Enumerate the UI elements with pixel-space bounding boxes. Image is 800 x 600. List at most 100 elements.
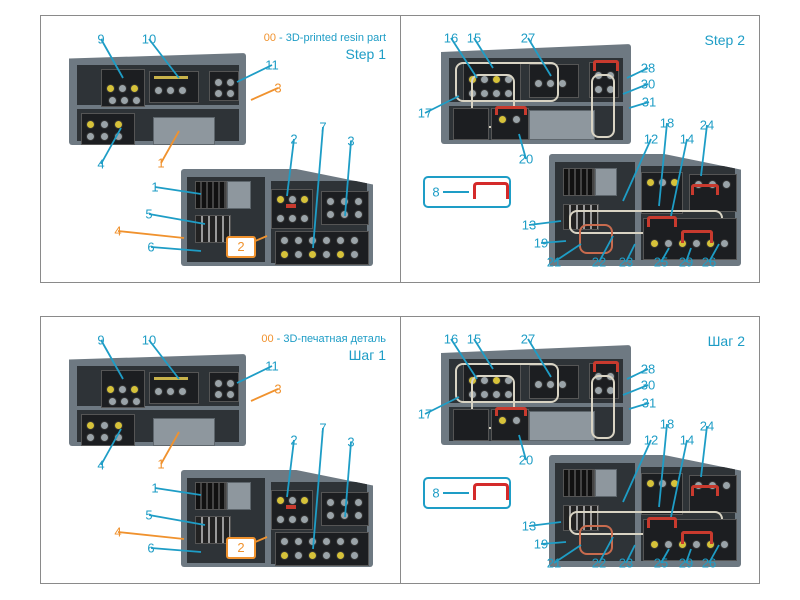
instrument-dial bbox=[350, 236, 359, 245]
instrument-dial bbox=[546, 79, 555, 88]
instrument-dial bbox=[276, 214, 285, 223]
legend-text: - 3D-printed resin part bbox=[275, 32, 386, 44]
instrument-dial bbox=[322, 236, 331, 245]
upper-console-housing bbox=[69, 354, 246, 446]
callout-23: 23 bbox=[618, 254, 634, 270]
resin-box-part bbox=[153, 117, 215, 145]
callout-30: 30 bbox=[640, 76, 656, 92]
callout-16: 16 bbox=[443, 331, 459, 347]
instrument-dial bbox=[294, 551, 303, 560]
instrument-dial bbox=[114, 120, 123, 129]
instrument-dial bbox=[118, 84, 127, 93]
instrument-dial bbox=[100, 132, 109, 141]
instrument-dial bbox=[308, 250, 317, 259]
callout-19: 19 bbox=[533, 235, 549, 251]
instrument-dial bbox=[120, 397, 129, 406]
instrument-dial bbox=[288, 496, 297, 505]
instrument-dial bbox=[664, 540, 673, 549]
instrument-dial bbox=[650, 540, 659, 549]
instrument-dial bbox=[322, 551, 331, 560]
callout-16: 16 bbox=[443, 30, 459, 46]
instrument-dial bbox=[294, 537, 303, 546]
instrument-dial bbox=[480, 89, 489, 98]
legend-text: - 3D-печатная деталь bbox=[273, 333, 386, 345]
instrument-dial bbox=[340, 511, 349, 520]
instrument-dial bbox=[114, 132, 123, 141]
instrument-dial bbox=[354, 197, 363, 206]
callout-9: 9 bbox=[97, 31, 105, 47]
callout-21: 21 bbox=[546, 555, 562, 571]
instrument-dial bbox=[340, 498, 349, 507]
instrument-dial bbox=[86, 433, 95, 442]
callout-2: 2 bbox=[290, 432, 298, 448]
instrument-dial bbox=[720, 540, 729, 549]
instrument-dial bbox=[132, 96, 141, 105]
instrument-panel bbox=[101, 370, 145, 408]
instrument-dial bbox=[294, 250, 303, 259]
instrument-dial bbox=[214, 379, 223, 388]
instrument-panel bbox=[321, 191, 369, 225]
instrument-dial bbox=[300, 195, 309, 204]
instrument-dial bbox=[106, 84, 115, 93]
instrument-dial bbox=[214, 89, 223, 98]
leader-line bbox=[117, 531, 185, 540]
instrument-dial bbox=[86, 132, 95, 141]
callout-27: 27 bbox=[520, 331, 536, 347]
callout-29: 29 bbox=[678, 254, 694, 270]
instrument-dial bbox=[276, 515, 285, 524]
instrument-dial bbox=[492, 89, 501, 98]
part-8-inset: 8 bbox=[423, 176, 511, 208]
instrument-dial bbox=[280, 236, 289, 245]
red-bracket-icon bbox=[473, 483, 509, 500]
red-bracket bbox=[593, 361, 619, 372]
instrument-dial bbox=[350, 537, 359, 546]
instrument-panel bbox=[101, 69, 145, 107]
instrument-panel bbox=[275, 231, 369, 265]
instrument-dial bbox=[114, 421, 123, 430]
callout-24: 24 bbox=[699, 418, 715, 434]
callout-14: 14 bbox=[679, 432, 695, 448]
callout-1: 1 bbox=[157, 155, 165, 171]
callout-2: 2 bbox=[226, 236, 256, 258]
callout-27: 27 bbox=[520, 30, 536, 46]
instrument-panel bbox=[81, 113, 135, 145]
callout-3: 3 bbox=[347, 133, 355, 149]
instrument-dial bbox=[288, 515, 297, 524]
callout-10: 10 bbox=[141, 332, 157, 348]
instrument-dial bbox=[336, 537, 345, 546]
instrument-dial bbox=[154, 387, 163, 396]
instrument-dial bbox=[280, 537, 289, 546]
instrument-dial bbox=[276, 496, 285, 505]
callout-30: 30 bbox=[640, 377, 656, 393]
instrument-dial bbox=[534, 79, 543, 88]
instrument-dial bbox=[692, 239, 701, 248]
instrument-dial bbox=[178, 86, 187, 95]
callout-20: 20 bbox=[518, 452, 534, 468]
instrument-dial bbox=[336, 250, 345, 259]
leader-line bbox=[117, 230, 185, 239]
rack-unit bbox=[195, 181, 227, 209]
part-8-inset: 8 bbox=[423, 477, 511, 509]
instrument-dial bbox=[658, 178, 667, 187]
callout-1: 1 bbox=[157, 456, 165, 472]
callout-3: 3 bbox=[274, 80, 282, 96]
callout-4: 4 bbox=[114, 223, 122, 239]
lower-console-housing bbox=[549, 154, 741, 266]
instrument-dial bbox=[154, 86, 163, 95]
instrument-dial bbox=[492, 390, 501, 399]
step-title: Шаг 1 bbox=[348, 347, 386, 363]
callout-29: 29 bbox=[678, 555, 694, 571]
callout-13: 13 bbox=[521, 217, 537, 233]
callout-9: 9 bbox=[97, 332, 105, 348]
callout-8: 8 bbox=[432, 485, 440, 501]
callout-28: 28 bbox=[640, 361, 656, 377]
instrument-dial bbox=[280, 551, 289, 560]
lower-console-housing bbox=[181, 470, 373, 567]
callout-25: 25 bbox=[653, 254, 669, 270]
instrument-dial bbox=[120, 96, 129, 105]
instrument-dial bbox=[288, 214, 297, 223]
lower-console-housing bbox=[181, 169, 373, 266]
callout-22: 22 bbox=[591, 555, 607, 571]
